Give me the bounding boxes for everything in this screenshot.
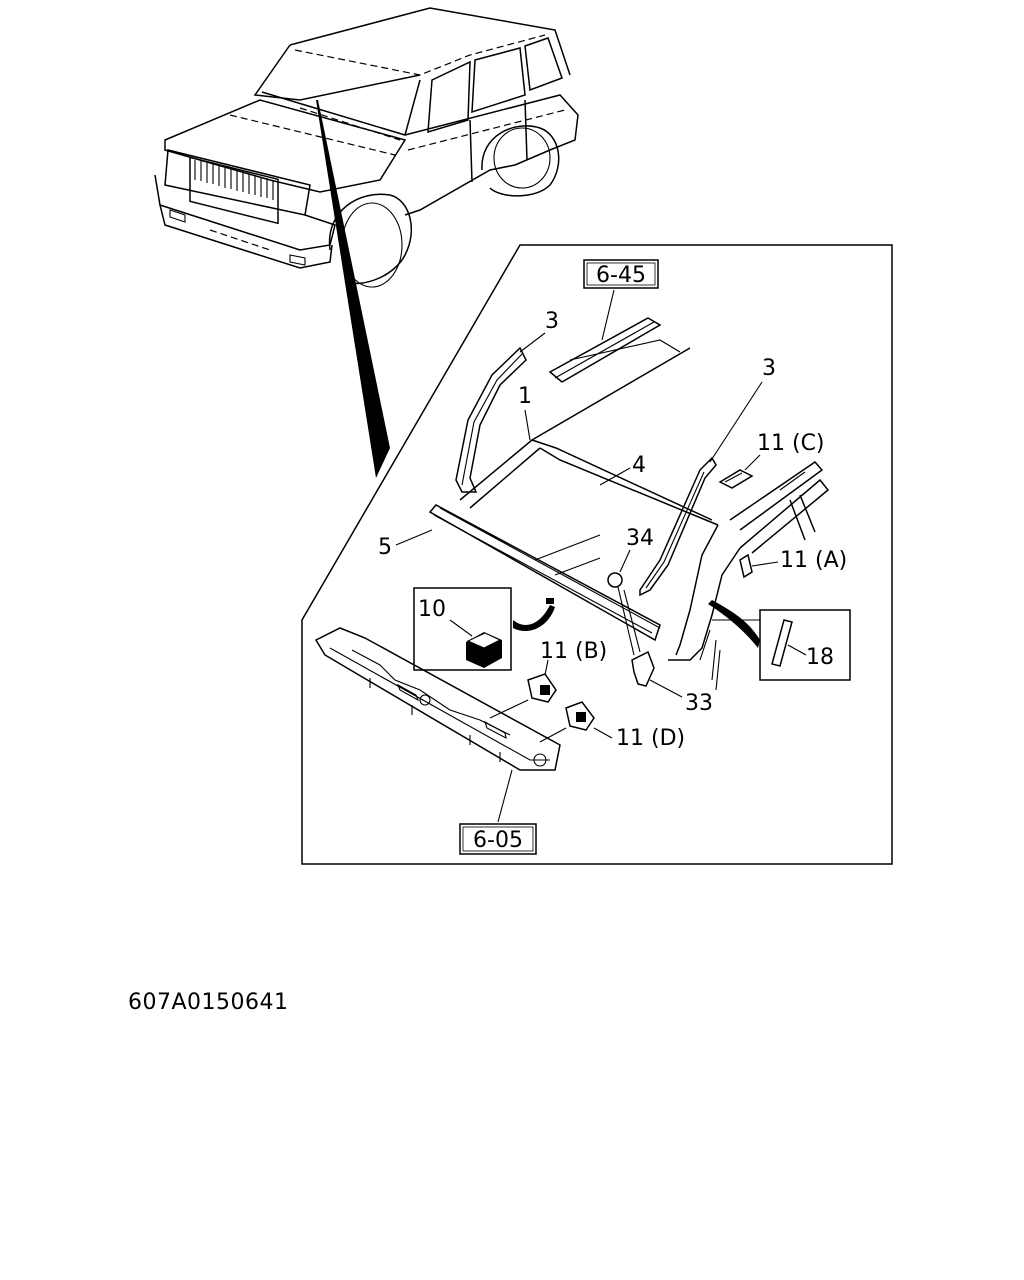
inset-pointer-18 xyxy=(708,600,760,648)
part-11b-label: 11 (B) xyxy=(540,639,607,664)
door-frame xyxy=(729,461,824,531)
ref-box-6-05 xyxy=(459,823,537,855)
part-5-label: 5 xyxy=(378,535,392,560)
vehicle-illustration xyxy=(154,7,579,288)
clip-11c xyxy=(718,469,754,489)
part-10-label: 10 xyxy=(418,597,446,622)
inset-box-18 xyxy=(759,609,851,681)
drawing-code: 607A0150641 xyxy=(128,990,289,1015)
ref-6-45-label: 6-45 xyxy=(596,263,646,288)
clip-11b xyxy=(527,673,557,703)
clip-11d xyxy=(565,701,595,731)
screw-34 xyxy=(607,572,623,588)
part-3-left-label: 3 xyxy=(545,309,559,334)
grille-bars xyxy=(189,156,279,225)
part-18-label: 18 xyxy=(806,645,834,670)
roof-molding xyxy=(548,317,662,383)
part-1-label: 1 xyxy=(518,384,532,409)
cowl-panel xyxy=(314,627,561,771)
part-11a-label: 11 (A) xyxy=(780,548,847,573)
windshield xyxy=(459,347,691,501)
pillar-molding-left xyxy=(455,346,527,493)
ref-box-6-45 xyxy=(583,259,659,289)
clip-11a xyxy=(739,553,753,579)
part-4-label: 4 xyxy=(632,453,646,478)
part-3-right-label: 3 xyxy=(762,356,776,381)
part-34-label: 34 xyxy=(626,526,654,551)
pointer-wedge xyxy=(316,100,390,478)
cowl-top-molding xyxy=(428,504,661,642)
strip-18 xyxy=(771,619,793,667)
bracket-33 xyxy=(631,650,655,687)
ref-6-05-label: 6-05 xyxy=(473,828,523,853)
inset-pointer xyxy=(513,605,555,632)
detail-frame xyxy=(301,244,893,865)
pillar-molding-right xyxy=(639,456,717,597)
part-11c-label: 11 (C) xyxy=(757,431,825,456)
part-11d-label: 11 (D) xyxy=(616,726,685,751)
part-33-label: 33 xyxy=(685,691,713,716)
